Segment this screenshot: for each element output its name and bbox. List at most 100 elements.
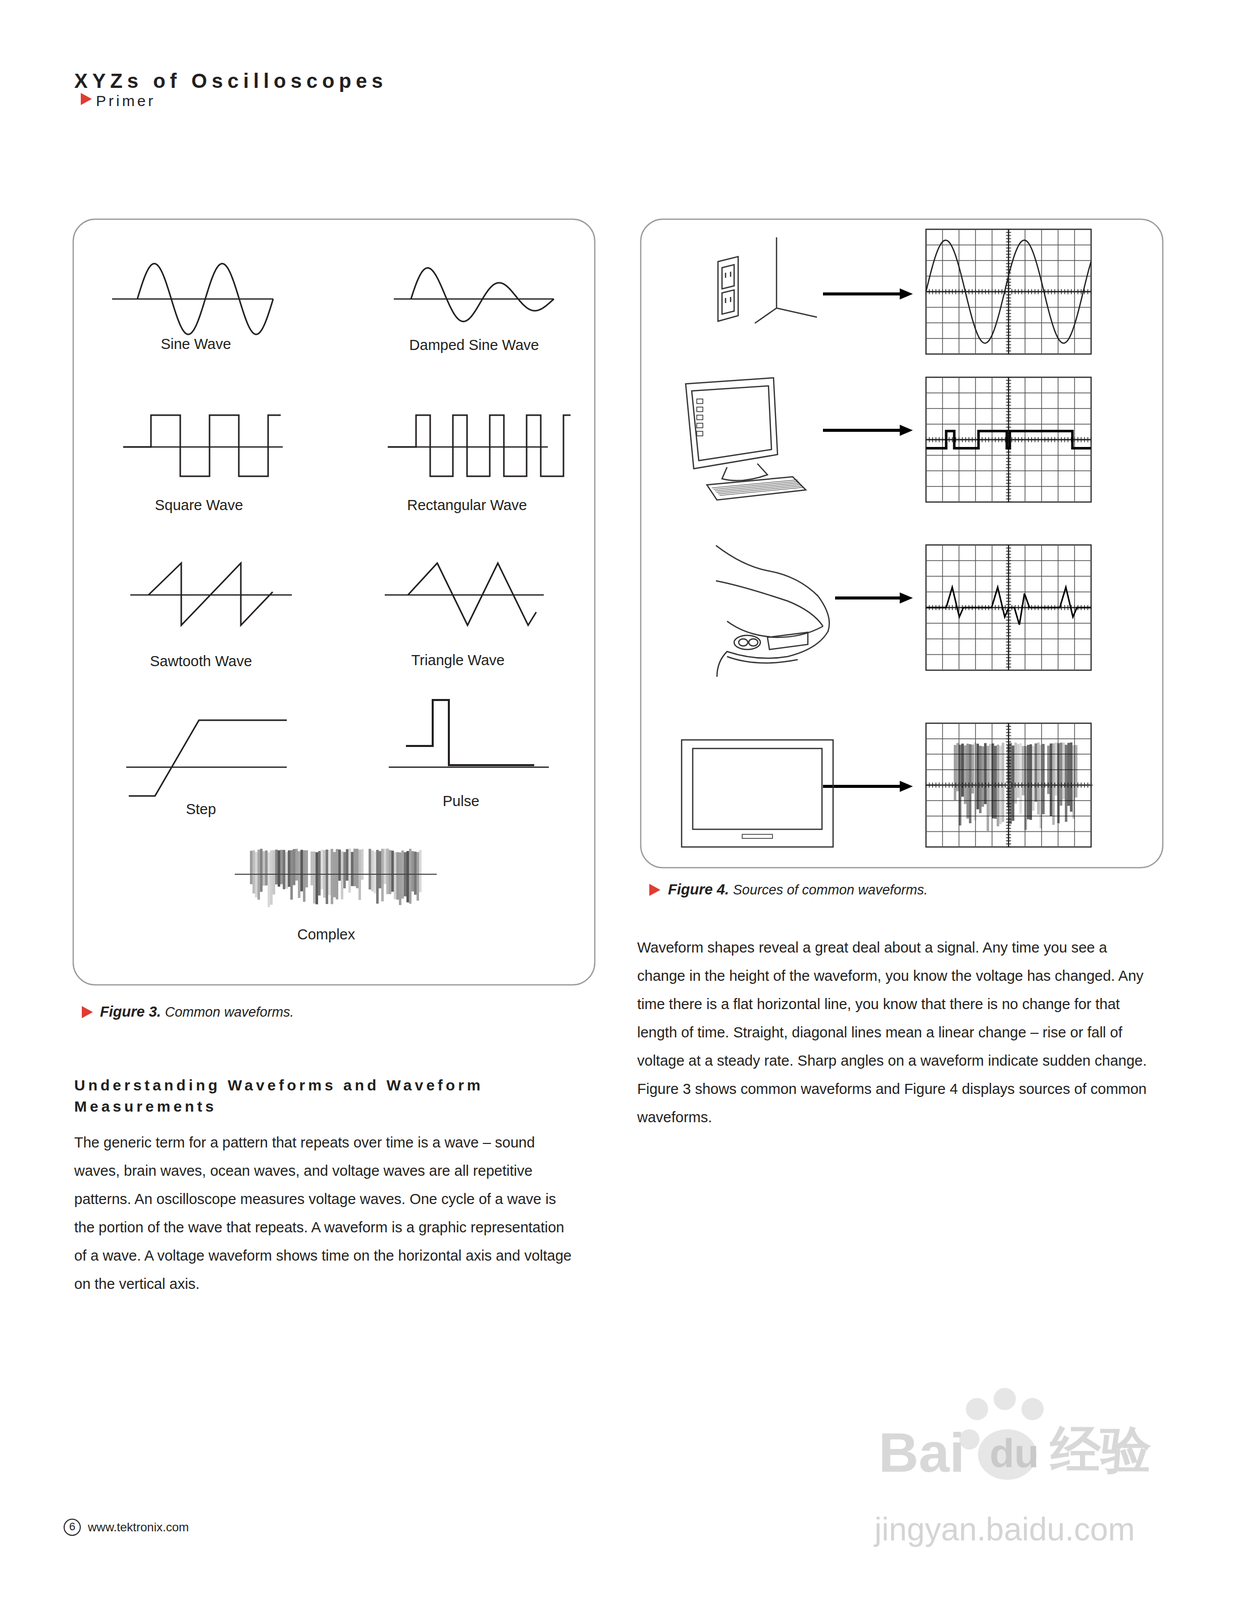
- signal-bar: [290, 849, 293, 900]
- signal-bar: [979, 745, 982, 813]
- signal-bar: [361, 848, 364, 880]
- watermark: du: [989, 1428, 1040, 1478]
- signal-bar: [330, 848, 334, 905]
- signal-bar: [328, 849, 331, 895]
- sine-wave: [137, 263, 274, 335]
- signal-bar: [305, 850, 308, 888]
- arrow-shaft: [822, 428, 903, 432]
- signal-bar: [1001, 742, 1005, 822]
- document-subtitle: Primer: [95, 91, 156, 111]
- signal-bar: [396, 851, 399, 900]
- signal-bar: [961, 743, 964, 797]
- axis-line: [112, 298, 274, 300]
- signal-bar: [1019, 743, 1022, 814]
- signal-bar: [986, 745, 990, 831]
- signal-bar: [984, 742, 987, 804]
- waveform-label: Damped Sine Wave: [409, 336, 540, 354]
- waveform-label: Square Wave: [155, 496, 244, 514]
- signal-bar: [381, 848, 384, 902]
- signal-bar: [1074, 744, 1078, 798]
- signal-bar: [295, 848, 298, 881]
- figure-panel: [640, 219, 1163, 868]
- signal-bar: [325, 849, 329, 904]
- figure-caption: Sources of common waveforms.: [733, 881, 929, 898]
- signal-bar: [1026, 744, 1030, 819]
- body-paragraph: The generic term for a pattern that repe…: [74, 1127, 580, 1298]
- waveform-label: Sawtooth Wave: [149, 652, 252, 671]
- signal-bar: [1009, 742, 1012, 824]
- signal-bar: [358, 849, 362, 900]
- signal-bar: [956, 742, 959, 791]
- signal-bar: [966, 743, 969, 818]
- complex-wave: [249, 848, 422, 907]
- bullet-triangle: [81, 1005, 93, 1018]
- signal-bar: [1006, 744, 1010, 807]
- signal-bar: [388, 849, 392, 894]
- signal-bar: [340, 851, 344, 900]
- signal-bar: [1032, 745, 1035, 811]
- page-number-circle: [64, 1518, 81, 1535]
- signal-bar: [416, 851, 420, 901]
- signal-bar: [393, 851, 397, 899]
- signal-bar: [406, 850, 409, 903]
- figure-number: Figure 4.: [667, 880, 730, 899]
- axis-line: [393, 298, 554, 300]
- waveform-label: Rectangular Wave: [406, 496, 527, 514]
- signal-bar: [315, 851, 319, 904]
- signal-bar: [285, 851, 288, 889]
- signal-bar: [1057, 742, 1060, 823]
- signal-bar: [270, 850, 273, 905]
- signal-bar: [345, 848, 349, 881]
- signal-bar: [386, 848, 389, 894]
- section-heading: Understanding Waveforms and Waveform Mea…: [74, 1074, 529, 1117]
- arrow-head: [899, 424, 913, 436]
- waveform-label: Triangle Wave: [411, 651, 505, 669]
- figure-panel: [73, 219, 595, 985]
- signal-bar: [350, 851, 354, 887]
- rectangular-wave: [387, 415, 571, 477]
- arrow-head: [899, 288, 913, 300]
- signal-bar: [318, 850, 321, 896]
- axis-line: [938, 784, 1093, 786]
- signal-bar: [973, 742, 977, 820]
- signal-bar: [300, 849, 303, 892]
- page-number: 6: [69, 1519, 76, 1533]
- axis-line: [388, 766, 549, 768]
- signal-bar: [1039, 744, 1043, 829]
- signal-bar: [371, 850, 374, 892]
- wall-outlet-illustration: [717, 237, 817, 324]
- watermark: jingyan.baidu.com: [874, 1509, 1136, 1549]
- square-wave: [123, 415, 281, 477]
- waveform-label: Step: [185, 800, 217, 818]
- signal-bar: [368, 848, 372, 890]
- arrow-head: [899, 780, 913, 792]
- signal-bar: [1059, 742, 1063, 806]
- body-paragraph: Waveform shapes reveal a great deal abou…: [637, 933, 1158, 1131]
- signal-bar: [320, 849, 324, 890]
- signal-bar: [1052, 743, 1055, 826]
- signal-bar: [282, 849, 286, 890]
- footer-url: www.tektronix.com: [87, 1519, 189, 1535]
- signal-bar: [1034, 743, 1038, 802]
- arrow-head: [899, 592, 913, 604]
- car-illustration: [715, 545, 830, 677]
- scope-graticule: [925, 544, 1092, 671]
- signal-bar: [1049, 743, 1053, 816]
- signal-bar: [981, 746, 985, 807]
- signal-bar: [373, 851, 377, 894]
- signal-bar: [976, 743, 980, 810]
- watermark: Bai: [878, 1418, 965, 1486]
- signal-bar: [262, 850, 266, 886]
- signal-bar: [1029, 744, 1033, 820]
- digital-trace: [925, 431, 1092, 449]
- signal-bar: [994, 745, 997, 819]
- signal-bar: [302, 850, 306, 902]
- television-illustration: [681, 739, 834, 847]
- waveform-label: Sine Wave: [160, 335, 231, 353]
- signal-bar: [272, 849, 276, 895]
- signal-bar: [249, 850, 253, 884]
- signal-bar: [991, 743, 995, 818]
- waveform-label: Complex: [297, 925, 355, 944]
- signal-bar: [968, 744, 972, 824]
